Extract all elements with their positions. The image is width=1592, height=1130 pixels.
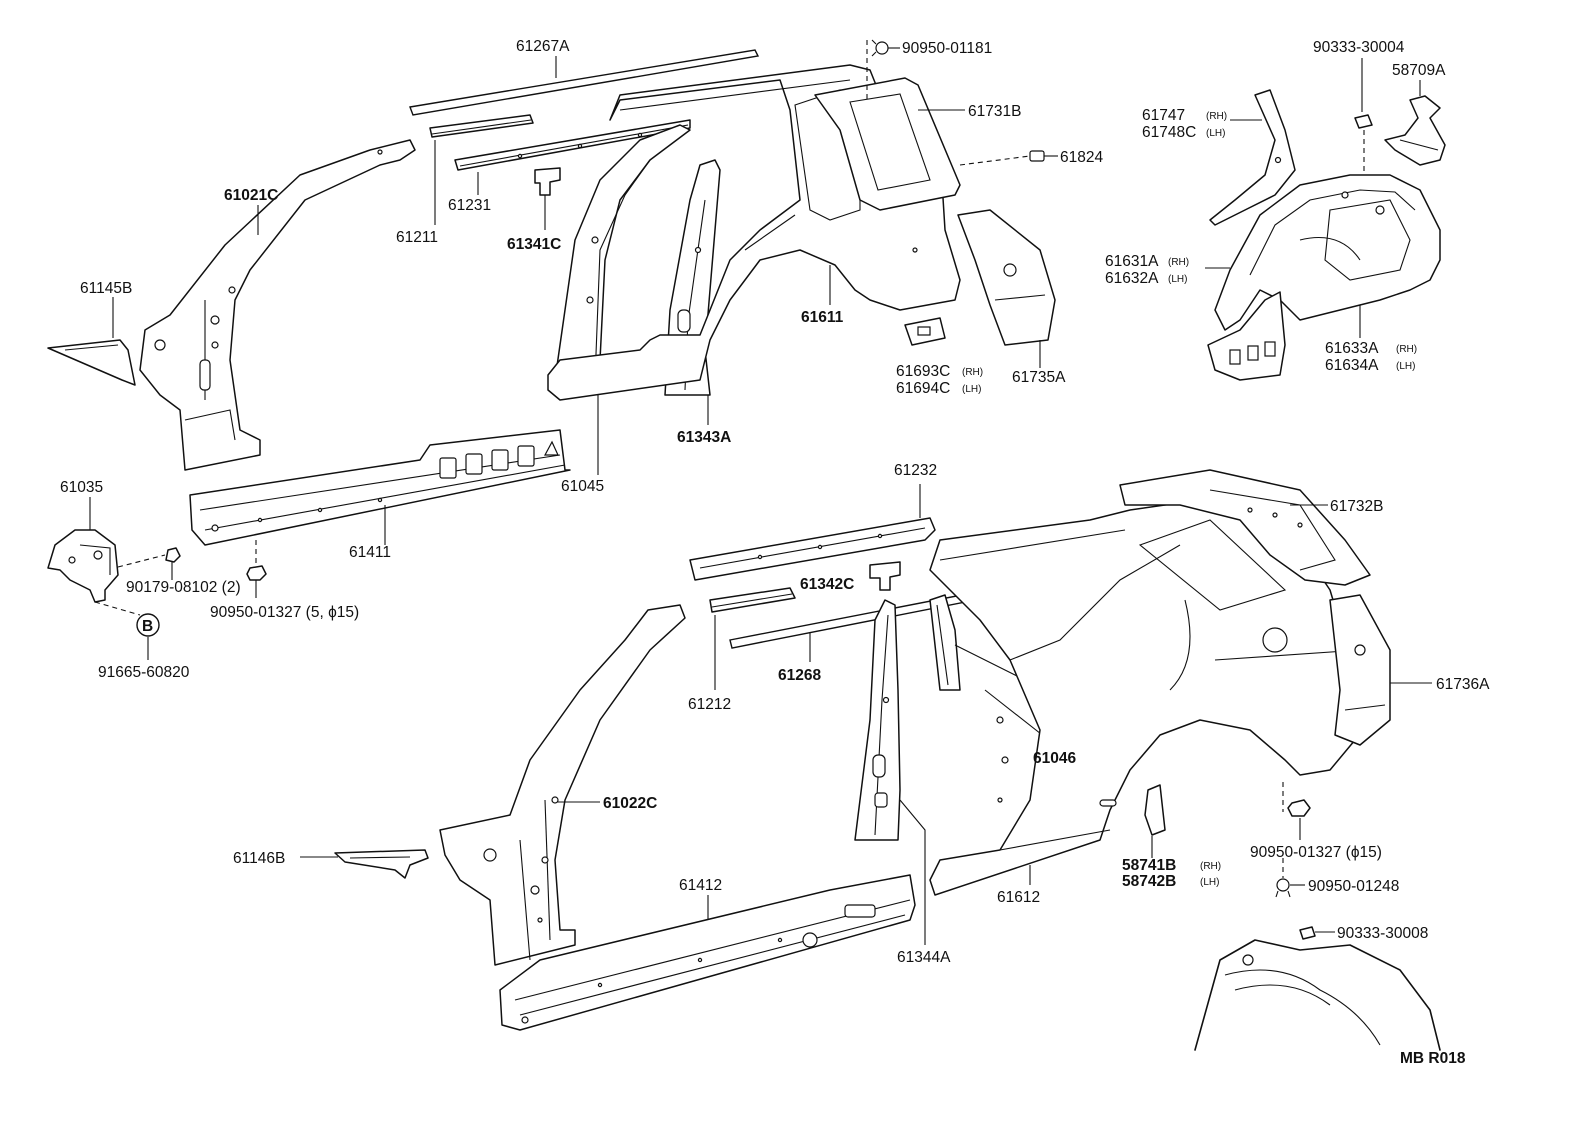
leader-61035-dashed [117,554,166,568]
label-61021c: 61021C [224,187,278,204]
part-61736a-extension [1329,594,1391,746]
part-61145b-gusset [47,339,136,386]
part-61267a-roof-drip-strip [409,49,760,116]
label-61211: 61211 [396,229,438,246]
part-61631a-wheelhouse-outer [1214,174,1441,331]
label-61611: 61611 [801,309,844,326]
label-61035: 61035 [60,479,103,496]
label-61046: 61046 [1033,750,1076,767]
label-90333-30008: 90333-30008 [1337,925,1428,942]
label-61343a: 61343A [677,429,731,446]
label-58709a: 58709A [1392,62,1446,79]
label-61747-rh: (RH) [1206,111,1227,122]
label-61732b: 61732B [1330,498,1383,515]
part-61046-center-pillar [929,594,961,691]
label-61022c: 61022C [603,795,657,812]
label-61231: 61231 [448,197,491,214]
part-61732b-upper-back-panel [1119,469,1371,586]
label-90179-08102: 90179-08102 (2) [126,579,241,596]
part-90950-01181-clip [871,39,889,57]
label-90950-01181: 90950-01181 [902,40,992,57]
part-61747-reinforcement [1209,89,1296,226]
part-61412-rocker-panel [499,874,916,1031]
part-61341c-bracket [534,167,561,196]
label-61268: 61268 [778,667,821,684]
label-90950-01327-lh: 90950-01327 (5, ϕ15) [210,604,359,621]
part-61022c-front-pillar [439,604,686,966]
part-90950-01327-clip-lh [246,565,267,581]
part-90950-01248-clip [1275,878,1291,898]
label-61631a: 61631A [1105,253,1159,270]
part-61146b-gusset [334,849,429,879]
part-61342c-bracket [869,561,901,591]
label-90950-01248: 90950-01248 [1308,878,1399,895]
leader-61344a [899,799,926,945]
label-90950-01327-rh: 90950-01327 (ϕ15) [1250,844,1382,861]
label-61694c-lh: (LH) [962,384,981,395]
part-90333-30008-detail-view [1194,926,1441,1051]
part-61035-bracket [47,529,119,603]
part-58741b-bracket [1144,784,1166,836]
part-61211-roof-rail-front [429,114,534,138]
part-61824-plug [1029,150,1045,162]
part-61411-rocker-panel [189,429,571,546]
part-90950-01327-clip-rh [1287,799,1311,817]
label-61146b: 61146B [233,850,285,867]
part-61021c-front-pillar [139,139,416,471]
part-61212-roof-rail-front [709,587,796,613]
part-61693c-bracket [904,317,946,346]
part-90179-08102-nut [165,547,181,563]
label-58742b: 58742B [1122,873,1176,890]
part-61731b-upper-back-panel [814,77,961,211]
label-58741b-rh: (RH) [1200,861,1221,872]
label-61747: 61747 [1142,107,1185,124]
part-61231-roof-side-rail [454,119,691,171]
reference-mark-b [136,613,160,637]
leader-61824-dashed [959,155,1031,166]
label-61145b: 61145B [80,280,132,297]
label-61411: 61411 [349,544,391,561]
part-61612-quarter-panel [929,499,1361,896]
label-61633a: 61633A [1325,340,1379,357]
part-61232-roof-side-rail [689,517,936,581]
label-61693c-rh: (RH) [962,367,983,378]
part-61344a-b-pillar [854,599,901,841]
part-90333-30004-tape [1354,114,1373,129]
label-58741b: 58741B [1122,857,1176,874]
label-61267a: 61267A [516,38,570,55]
part-58709a-bracket [1384,95,1446,166]
label-61632a: 61632A [1105,270,1159,287]
label-61212: 61212 [688,696,731,713]
label-61748c-lh: (LH) [1206,128,1225,139]
label-61634a: 61634A [1325,357,1379,374]
label-61633a-rh: (RH) [1396,344,1417,355]
label-61748c: 61748C [1142,124,1196,141]
label-61736a: 61736A [1436,676,1490,693]
label-61731b: 61731B [968,103,1021,120]
label-61412: 61412 [679,877,722,894]
leader-b-dashed [94,601,141,616]
label-61632a-lh: (LH) [1168,274,1187,285]
label-61694c: 61694C [896,380,950,397]
label-61824: 61824 [1060,149,1103,166]
label-91665-60820: 91665-60820 [98,664,190,681]
label-61045: 61045 [561,478,604,495]
label-61344a: 61344A [897,949,951,966]
label-mark-b: B [142,618,153,635]
label-61735a: 61735A [1012,369,1066,386]
label-61232: 61232 [894,462,937,479]
label-61634a-lh: (LH) [1396,361,1415,372]
part-61633a-wheelhouse-inner [1207,291,1286,381]
label-61612: 61612 [997,889,1040,906]
label-90333-30004: 90333-30004 [1313,39,1405,56]
label-61693c: 61693C [896,363,950,380]
label-58742b-lh: (LH) [1200,877,1219,888]
label-61341c: 61341C [507,236,561,253]
label-diagram-code: MB R018 [1400,1050,1466,1067]
label-61631a-rh: (RH) [1168,257,1189,268]
label-61342c: 61342C [800,576,854,593]
part-61735a-extension [957,209,1056,346]
